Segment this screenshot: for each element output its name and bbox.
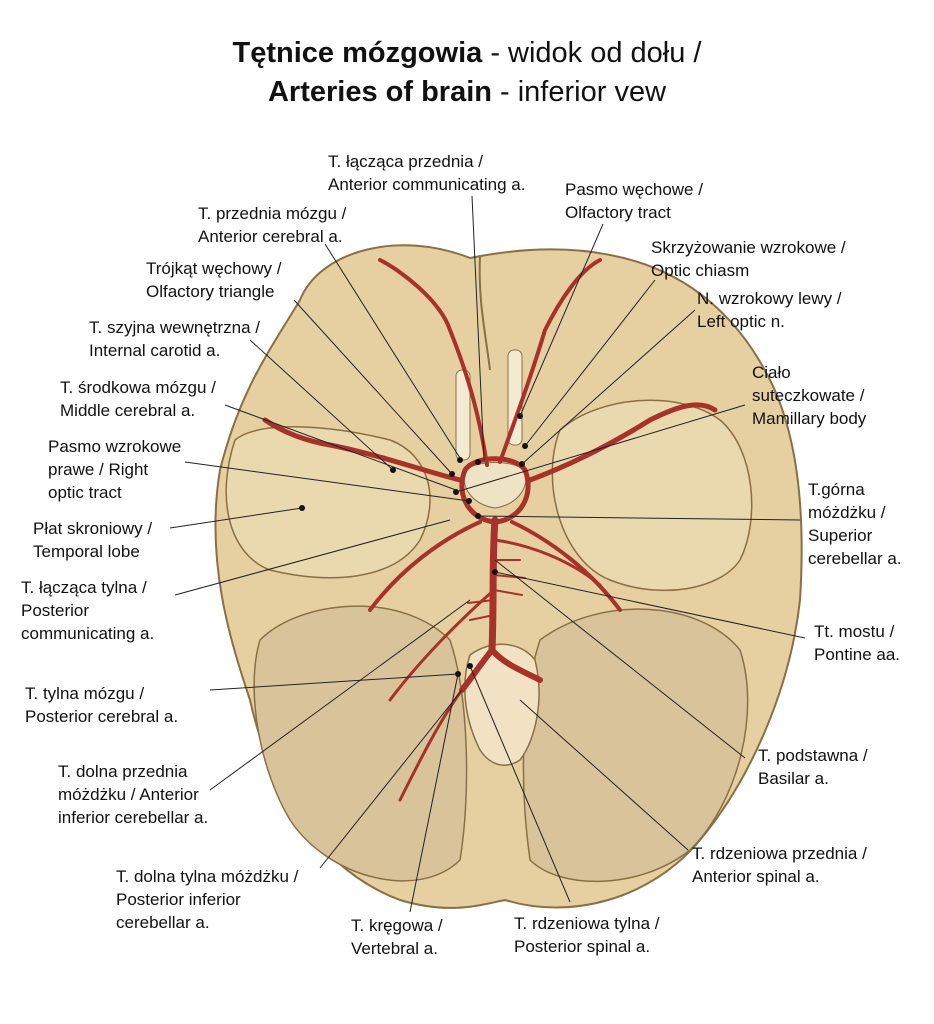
- label-line: Optic chiasm: [651, 261, 750, 280]
- label-pontine: Tt. mostu / Pontine aa.: [814, 620, 900, 666]
- title-line2-bold: Arteries of brain: [267, 76, 492, 108]
- cerebellum-left: [522, 608, 749, 883]
- label-line: T. podstawna /: [758, 746, 868, 765]
- label-line: móżdżku /: [808, 503, 886, 522]
- cerebellum: [253, 605, 468, 882]
- label-posterior-spinal: T. rdzeniowa tylna / Posterior spinal a.: [514, 912, 660, 958]
- title-line2-rest: - inferior vew: [491, 76, 667, 108]
- optic-chiasm: [463, 462, 527, 509]
- leader-lines: [169, 195, 806, 913]
- label-anterior-spinal: T. rdzeniowa przednia / Anterior spinal …: [692, 842, 867, 888]
- label-line: Posterior inferior: [116, 890, 241, 909]
- frontal-fissure: [478, 254, 491, 371]
- label-line: Basilar a.: [758, 769, 829, 788]
- label-line: Temporal lobe: [33, 542, 140, 561]
- label-line: T. tylna mózgu /: [25, 684, 145, 703]
- label-line: prawe / Right: [48, 460, 149, 479]
- label-mamillary-body: Ciało suteczkowate / Mamillary body: [752, 361, 866, 430]
- label-line: Posterior: [21, 601, 90, 620]
- label-line: communicating a.: [21, 624, 155, 643]
- pontine-arteries: [467, 559, 526, 621]
- label-line: cerebellar a.: [116, 913, 210, 932]
- label-line: Płat skroniowy /: [33, 519, 153, 538]
- temporal-lobe-right: [225, 426, 431, 579]
- label-internal-carotid: T. szyjna wewnętrzna / Internal carotid …: [89, 316, 260, 362]
- label-line: N. wzrokowy lewy /: [697, 289, 842, 308]
- label-line: T. przednia mózgu /: [198, 204, 347, 223]
- label-posterior-communicating: T. łącząca tylna / Posterior communicati…: [21, 576, 154, 645]
- label-left-optic-nerve: N. wzrokowy lewy / Left optic n.: [697, 287, 842, 333]
- label-line: Olfactory tract: [565, 203, 671, 222]
- label-line: móżdżku / Anterior: [58, 785, 199, 804]
- label-superior-cerebellar: T.górna móżdżku / Superior cerebellar a.: [808, 478, 902, 570]
- vertebral-artery-left: [489, 647, 543, 683]
- label-middle-cerebral: T. środkowa mózgu / Middle cerebral a.: [60, 376, 216, 422]
- label-line: Posterior cerebral a.: [25, 707, 179, 726]
- label-basilar: T. podstawna / Basilar a.: [758, 744, 868, 790]
- label-line: Pasmo wzrokowe: [48, 437, 182, 456]
- label-line: Anterior spinal a.: [692, 867, 820, 886]
- middle-cerebral-artery-left: [527, 402, 718, 483]
- label-line: inferior cerebellar a.: [58, 808, 209, 827]
- superior-cerebellar-artery: [493, 538, 602, 587]
- figure-title: Tętnice mózgowia - widok od dołu / Arter…: [0, 34, 934, 112]
- circle-of-willis: [459, 456, 531, 525]
- medulla: [464, 643, 540, 766]
- label-line: Anterior communicating a.: [328, 175, 526, 194]
- label-line: Skrzyżowanie wzrokowe /: [651, 238, 846, 257]
- arteries: [262, 258, 718, 802]
- label-line: Vertebral a.: [351, 939, 438, 958]
- label-line: T. dolna przednia: [58, 762, 188, 781]
- posterior-cerebral-artery-left: [510, 520, 622, 612]
- label-olfactory-triangle: Trójkąt węchowy / Olfactory triangle: [146, 257, 281, 303]
- basilar-artery: [488, 516, 499, 654]
- label-line: T. łącząca tylna /: [21, 578, 147, 597]
- title-line1-bold: Tętnice mózgowia: [232, 37, 483, 69]
- label-line: Mamillary body: [752, 409, 867, 428]
- label-line: optic tract: [48, 483, 122, 502]
- label-line: Olfactory triangle: [146, 282, 275, 301]
- posterior-cerebral-artery-right: [368, 520, 482, 612]
- label-line: suteczkowate /: [752, 386, 865, 405]
- label-line: Left optic n.: [697, 312, 785, 331]
- label-line: Pasmo węchowe /: [565, 180, 703, 199]
- label-line: Superior: [808, 526, 873, 545]
- label-line: T. łącząca przednia /: [328, 152, 483, 171]
- label-optic-chiasm: Skrzyżowanie wzrokowe / Optic chiasm: [651, 236, 846, 282]
- label-temporal-lobe: Płat skroniowy / Temporal lobe: [33, 517, 152, 563]
- label-line: T. środkowa mózgu /: [60, 378, 216, 397]
- label-line: Internal carotid a.: [89, 341, 221, 360]
- label-line: T. kręgowa /: [351, 916, 443, 935]
- label-line: Middle cerebral a.: [60, 401, 196, 420]
- label-line: Tt. mostu /: [814, 622, 895, 641]
- label-line: Ciało: [752, 363, 791, 382]
- label-olfactory-tract: Pasmo węchowe / Olfactory tract: [565, 178, 703, 224]
- label-right-optic-tract: Pasmo wzrokowe prawe / Right optic tract: [48, 435, 181, 504]
- label-anterior-inferior-cerebellar: T. dolna przednia móżdżku / Anterior inf…: [58, 760, 208, 829]
- pica: [398, 688, 464, 802]
- label-line: cerebellar a.: [808, 549, 902, 568]
- label-anterior-cerebral: T. przednia mózgu / Anterior cerebral a.: [198, 202, 346, 248]
- label-line: T. rdzeniowa tylna /: [514, 914, 660, 933]
- label-line: T. szyjna wewnętrzna /: [89, 318, 261, 337]
- label-line: Anterior cerebral a.: [198, 227, 343, 246]
- label-posterior-cerebral: T. tylna mózgu / Posterior cerebral a.: [25, 682, 178, 728]
- label-line: Trójkąt węchowy /: [146, 259, 282, 278]
- label-line: Posterior spinal a.: [514, 937, 651, 956]
- label-anterior-communicating: T. łącząca przednia / Anterior communica…: [328, 150, 525, 196]
- vertebral-artery-right: [459, 647, 495, 693]
- label-posterior-inferior-cerebellar: T. dolna tylna móżdżku / Posterior infer…: [116, 865, 298, 934]
- label-vertebral: T. kręgowa / Vertebral a.: [351, 914, 443, 960]
- title-line1-rest: - widok od dołu /: [482, 37, 702, 69]
- label-line: T. rdzeniowa przednia /: [692, 844, 867, 863]
- anterior-cerebral-artery: [378, 258, 489, 467]
- label-line: Pontine aa.: [814, 645, 901, 664]
- label-line: T.górna: [808, 480, 865, 499]
- label-line: T. dolna tylna móżdżku /: [116, 867, 299, 886]
